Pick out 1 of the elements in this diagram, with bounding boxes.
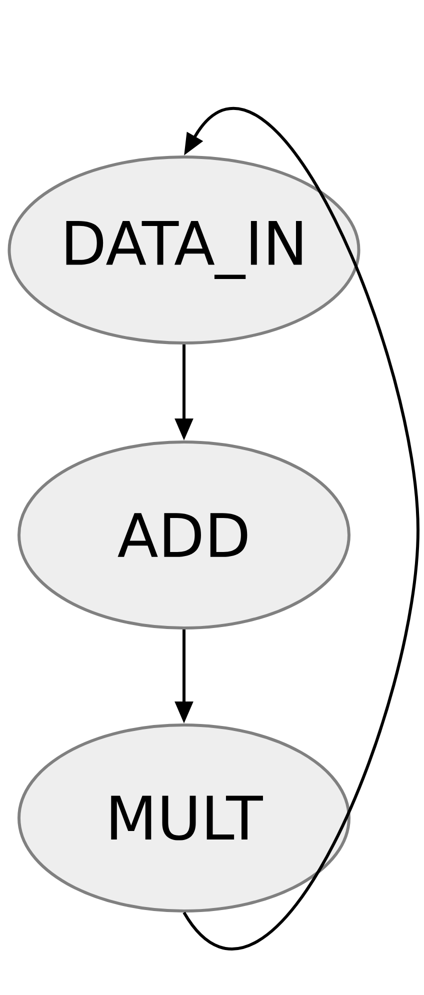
arrow (182, 108, 420, 949)
